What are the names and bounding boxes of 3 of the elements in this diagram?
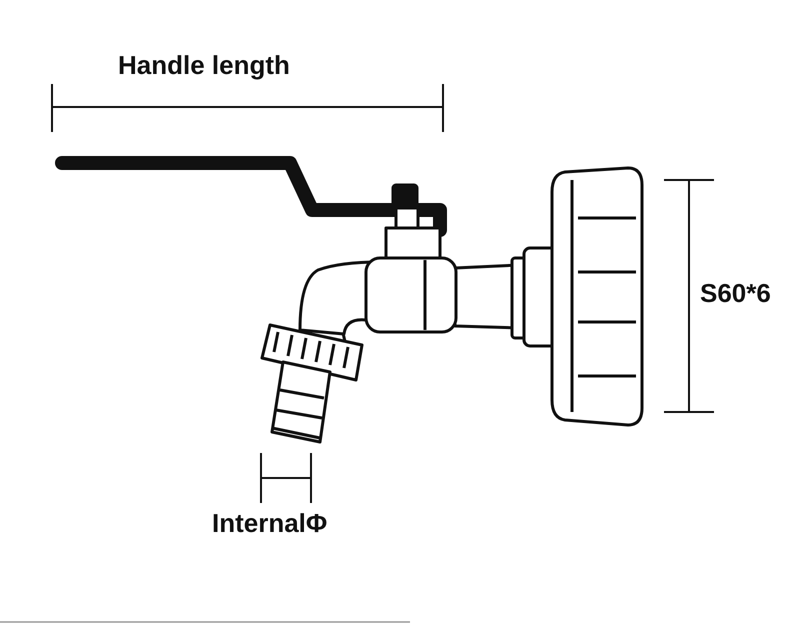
- dimension-label: S60*6: [700, 280, 771, 306]
- dimension-label: InternalΦ: [212, 510, 328, 536]
- dimension-label: Handle length: [118, 52, 290, 78]
